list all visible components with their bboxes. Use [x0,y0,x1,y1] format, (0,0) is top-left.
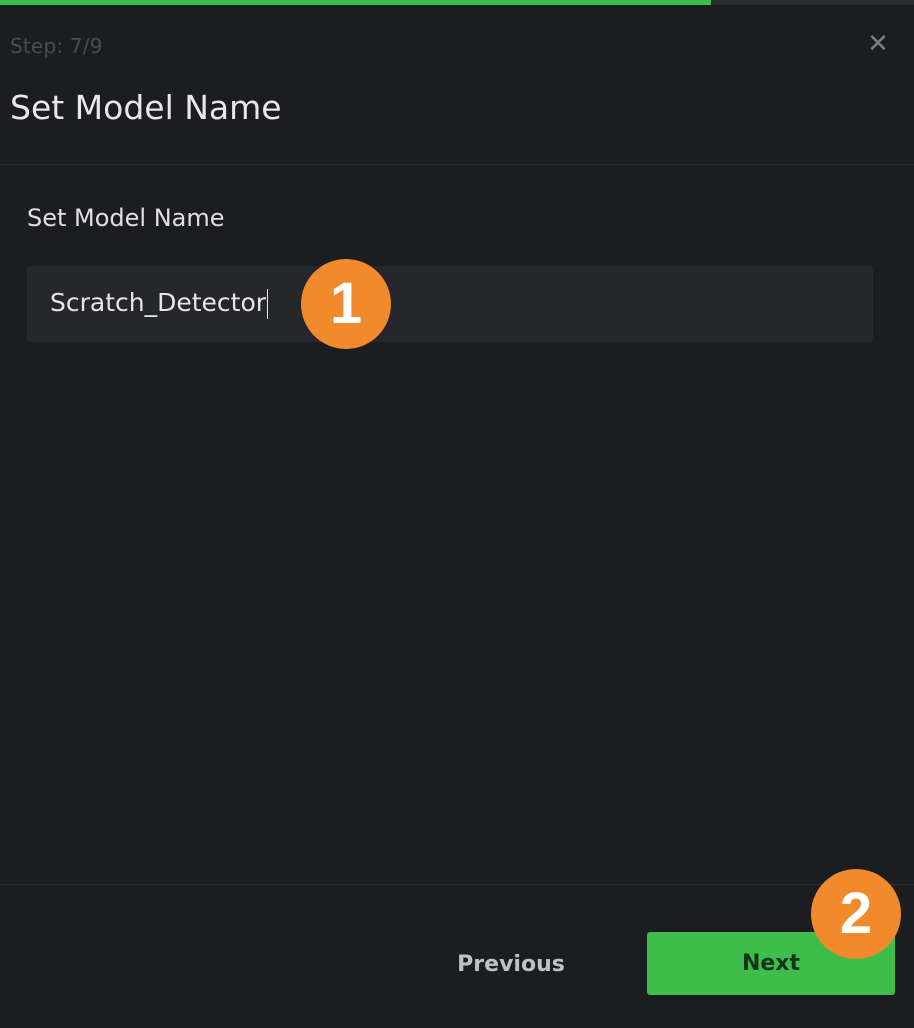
progress-bar [0,0,914,5]
text-caret [267,289,269,319]
annotation-badge-2: 2 [811,869,901,959]
model-name-input-text: Scratch_Detector [50,288,267,317]
model-name-input[interactable]: Scratch_Detector [27,266,873,342]
dialog-title: Set Model Name [10,88,282,127]
model-name-label: Set Model Name [27,204,225,232]
annotation-badge-1: 1 [301,259,391,349]
footer-divider [0,884,914,885]
header-divider [0,164,914,165]
previous-button[interactable]: Previous [430,932,592,996]
step-indicator: Step: 7/9 [10,34,103,58]
progress-bar-fill [0,0,711,5]
close-button[interactable]: ✕ [864,30,892,58]
close-icon: ✕ [867,29,889,59]
model-name-input-value: Scratch_Detector [50,288,269,319]
